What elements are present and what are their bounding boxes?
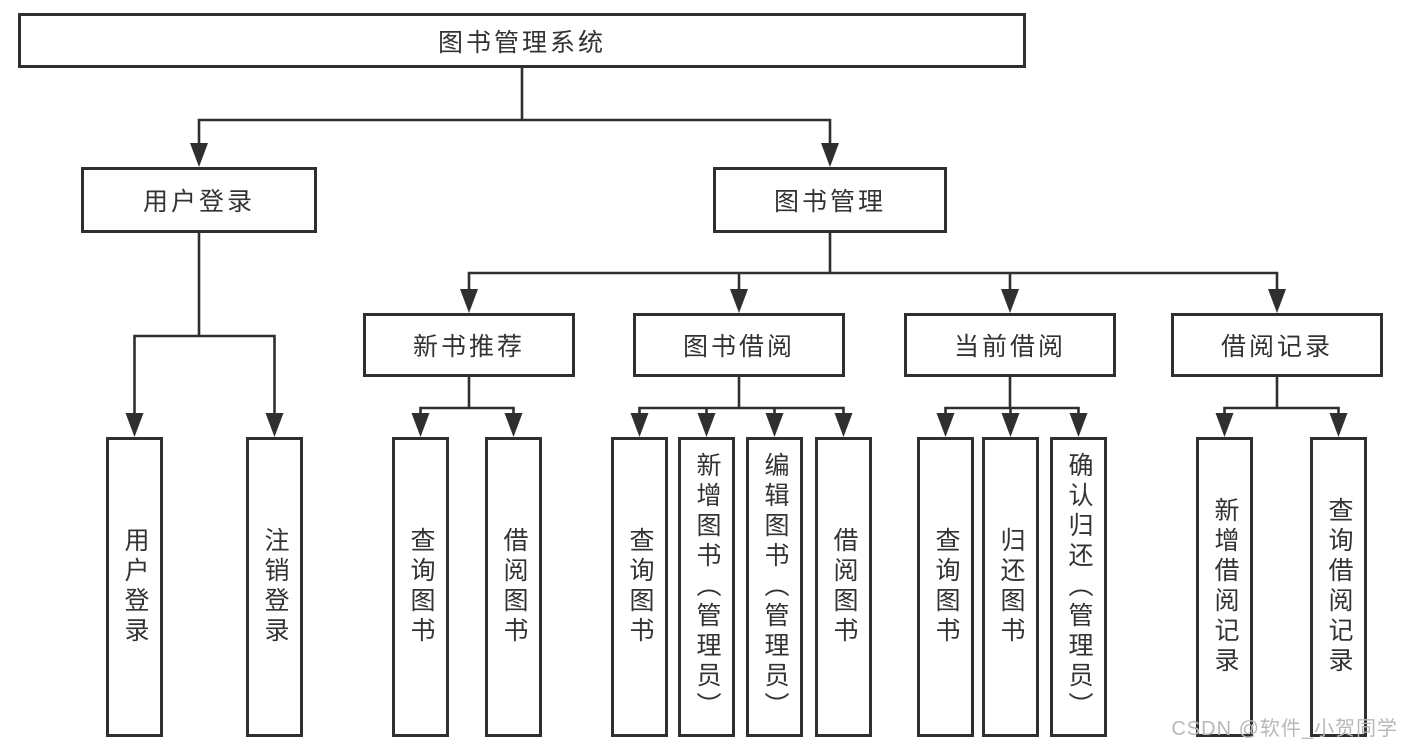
- leaf-borrow-books: 借阅图书: [815, 437, 872, 737]
- node-new-book-recommend: 新书推荐: [363, 313, 575, 377]
- leaf-query-books-current: 查询图书: [917, 437, 974, 737]
- leaf-edit-book-admin: 编辑图书（管理员）: [746, 437, 803, 737]
- connector-new-book-recommend-to-leaves: [411, 375, 523, 437]
- leaf-user-login: 用户登录: [106, 437, 163, 737]
- connector-user-login-to-leaves: [125, 231, 284, 437]
- connector-root-to-level2: [190, 66, 839, 167]
- arrow-down-icon: [1069, 413, 1088, 437]
- arrow-down-icon: [1215, 413, 1234, 437]
- node-book-borrow: 图书借阅: [633, 313, 845, 377]
- arrow-down-icon: [697, 413, 716, 437]
- arrow-down-icon: [1001, 413, 1020, 437]
- arrow-down-icon: [821, 143, 839, 167]
- leaf-add-book-admin: 新增图书（管理员）: [678, 437, 735, 737]
- arrow-down-icon: [730, 289, 748, 313]
- leaf-return-book: 归还图书: [982, 437, 1039, 737]
- connector-book-borrow-to-leaves: [630, 375, 853, 437]
- leaf-borrow-books-recommend: 借阅图书: [485, 437, 542, 737]
- node-book-management: 图书管理: [713, 167, 947, 233]
- node-borrow-records: 借阅记录: [1171, 313, 1383, 377]
- leaf-confirm-return-admin: 确认归还（管理员）: [1050, 437, 1107, 737]
- arrow-down-icon: [460, 289, 478, 313]
- arrow-down-icon: [190, 143, 208, 167]
- arrow-down-icon: [1268, 289, 1286, 313]
- node-current-borrow: 当前借阅: [904, 313, 1116, 377]
- node-root: 图书管理系统: [18, 13, 1026, 68]
- arrow-down-icon: [265, 413, 284, 437]
- arrow-down-icon: [1001, 289, 1019, 313]
- leaf-query-books-recommend: 查询图书: [392, 437, 449, 737]
- arrow-down-icon: [125, 413, 144, 437]
- arrow-down-icon: [630, 413, 649, 437]
- leaf-query-books-borrow: 查询图书: [611, 437, 668, 737]
- connector-book-management-to-level3: [460, 231, 1286, 313]
- connector-borrow-records-to-leaves: [1215, 375, 1348, 437]
- arrow-down-icon: [834, 413, 853, 437]
- leaf-query-borrow-record: 查询借阅记录: [1310, 437, 1367, 737]
- arrow-down-icon: [504, 413, 523, 437]
- arrow-down-icon: [1329, 413, 1348, 437]
- arrow-down-icon: [765, 413, 784, 437]
- leaf-add-borrow-record: 新增借阅记录: [1196, 437, 1253, 737]
- arrow-down-icon: [411, 413, 430, 437]
- leaf-logout: 注销登录: [246, 437, 303, 737]
- node-user-login-group: 用户登录: [81, 167, 317, 233]
- csdn-watermark: CSDN @软件_小贺同学: [1171, 718, 1398, 740]
- arrow-down-icon: [936, 413, 955, 437]
- connector-current-borrow-to-leaves: [936, 375, 1088, 437]
